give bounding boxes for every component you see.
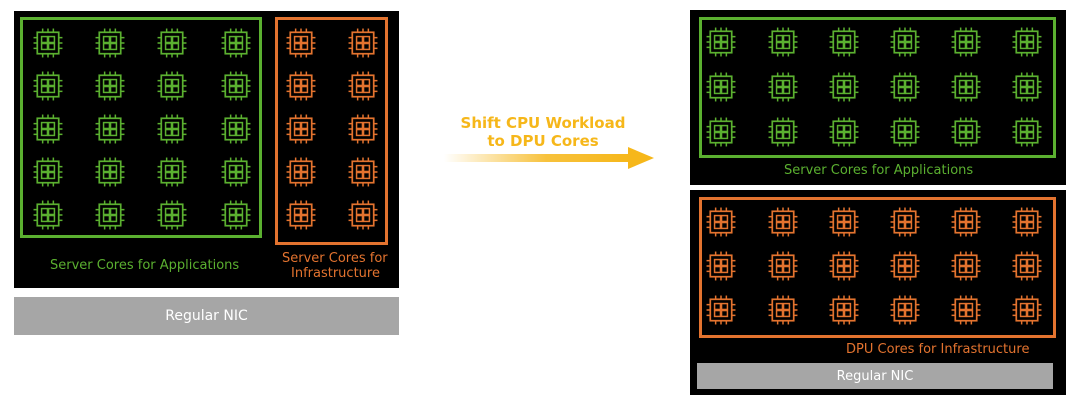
core-icon: [951, 27, 981, 61]
core-icon: [1012, 207, 1042, 241]
core-icon: [951, 251, 981, 285]
core-icon: [1012, 27, 1042, 61]
right-app-label: Server Cores for Applications: [784, 163, 974, 178]
left-infra-label-line1: Server Cores for: [282, 251, 388, 266]
core-icon: [33, 28, 63, 62]
left-regular-nic: Regular NIC: [14, 297, 399, 335]
right-dpu-cores-frame: [699, 197, 1056, 338]
core-icon: [706, 207, 736, 241]
core-icon: [951, 295, 981, 329]
core-icon: [348, 200, 378, 234]
core-icon: [890, 207, 920, 241]
core-icon: [286, 114, 316, 148]
core-icon: [95, 71, 125, 105]
core-icon: [348, 114, 378, 148]
core-icon: [829, 207, 859, 241]
core-icon: [706, 295, 736, 329]
core-icon: [768, 207, 798, 241]
core-icon: [706, 117, 736, 151]
core-icon: [706, 251, 736, 285]
core-icon: [33, 200, 63, 234]
core-icon: [890, 295, 920, 329]
left-app-cores-frame: [20, 17, 262, 238]
core-icon: [348, 157, 378, 191]
core-icon: [829, 117, 859, 151]
core-icon: [890, 117, 920, 151]
core-icon: [951, 207, 981, 241]
shift-arrow-shaft: [444, 154, 630, 162]
core-icon: [33, 71, 63, 105]
left-app-label: Server Cores for Applications: [50, 258, 240, 273]
core-icon: [951, 117, 981, 151]
core-icon: [157, 71, 187, 105]
core-icon: [1012, 72, 1042, 106]
core-icon: [221, 114, 251, 148]
right-regular-nic: Regular NIC: [697, 363, 1053, 389]
left-infra-cores-frame: [275, 17, 388, 245]
core-icon: [33, 114, 63, 148]
left-server-panel: [14, 11, 399, 288]
right-dpu-label: DPU Cores for Infrastructure: [846, 342, 1030, 357]
shift-text-line2: to DPU Cores: [487, 132, 599, 150]
right-dpu-panel: [690, 190, 1066, 395]
core-icon: [890, 72, 920, 106]
core-icon: [768, 251, 798, 285]
core-icon: [157, 114, 187, 148]
core-icon: [348, 71, 378, 105]
core-icon: [286, 157, 316, 191]
core-icon: [768, 295, 798, 329]
core-icon: [829, 251, 859, 285]
core-icon: [95, 28, 125, 62]
core-icon: [221, 157, 251, 191]
core-icon: [157, 157, 187, 191]
core-icon: [221, 200, 251, 234]
core-icon: [33, 157, 63, 191]
core-icon: [706, 72, 736, 106]
shift-text-line1: Shift CPU Workload: [460, 114, 626, 132]
core-icon: [221, 71, 251, 105]
core-icon: [1012, 251, 1042, 285]
core-icon: [286, 28, 316, 62]
core-icon: [890, 27, 920, 61]
core-icon: [768, 27, 798, 61]
core-icon: [95, 114, 125, 148]
core-icon: [157, 200, 187, 234]
right-app-cores-frame: [699, 17, 1056, 158]
shift-arrow: [444, 147, 654, 169]
core-icon: [1012, 117, 1042, 151]
shift-text: Shift CPU Workload to DPU Cores: [450, 114, 636, 150]
core-icon: [95, 157, 125, 191]
core-icon: [95, 200, 125, 234]
core-icon: [829, 72, 859, 106]
core-icon: [706, 27, 736, 61]
core-icon: [768, 72, 798, 106]
core-icon: [768, 117, 798, 151]
core-icon: [1012, 295, 1042, 329]
core-icon: [890, 251, 920, 285]
core-icon: [348, 28, 378, 62]
shift-arrow-head: [628, 147, 654, 169]
core-icon: [157, 28, 187, 62]
core-icon: [286, 200, 316, 234]
core-icon: [829, 295, 859, 329]
core-icon: [286, 71, 316, 105]
core-icon: [951, 72, 981, 106]
core-icon: [221, 28, 251, 62]
left-infra-label-line2: Infrastructure: [291, 266, 380, 281]
core-icon: [829, 27, 859, 61]
